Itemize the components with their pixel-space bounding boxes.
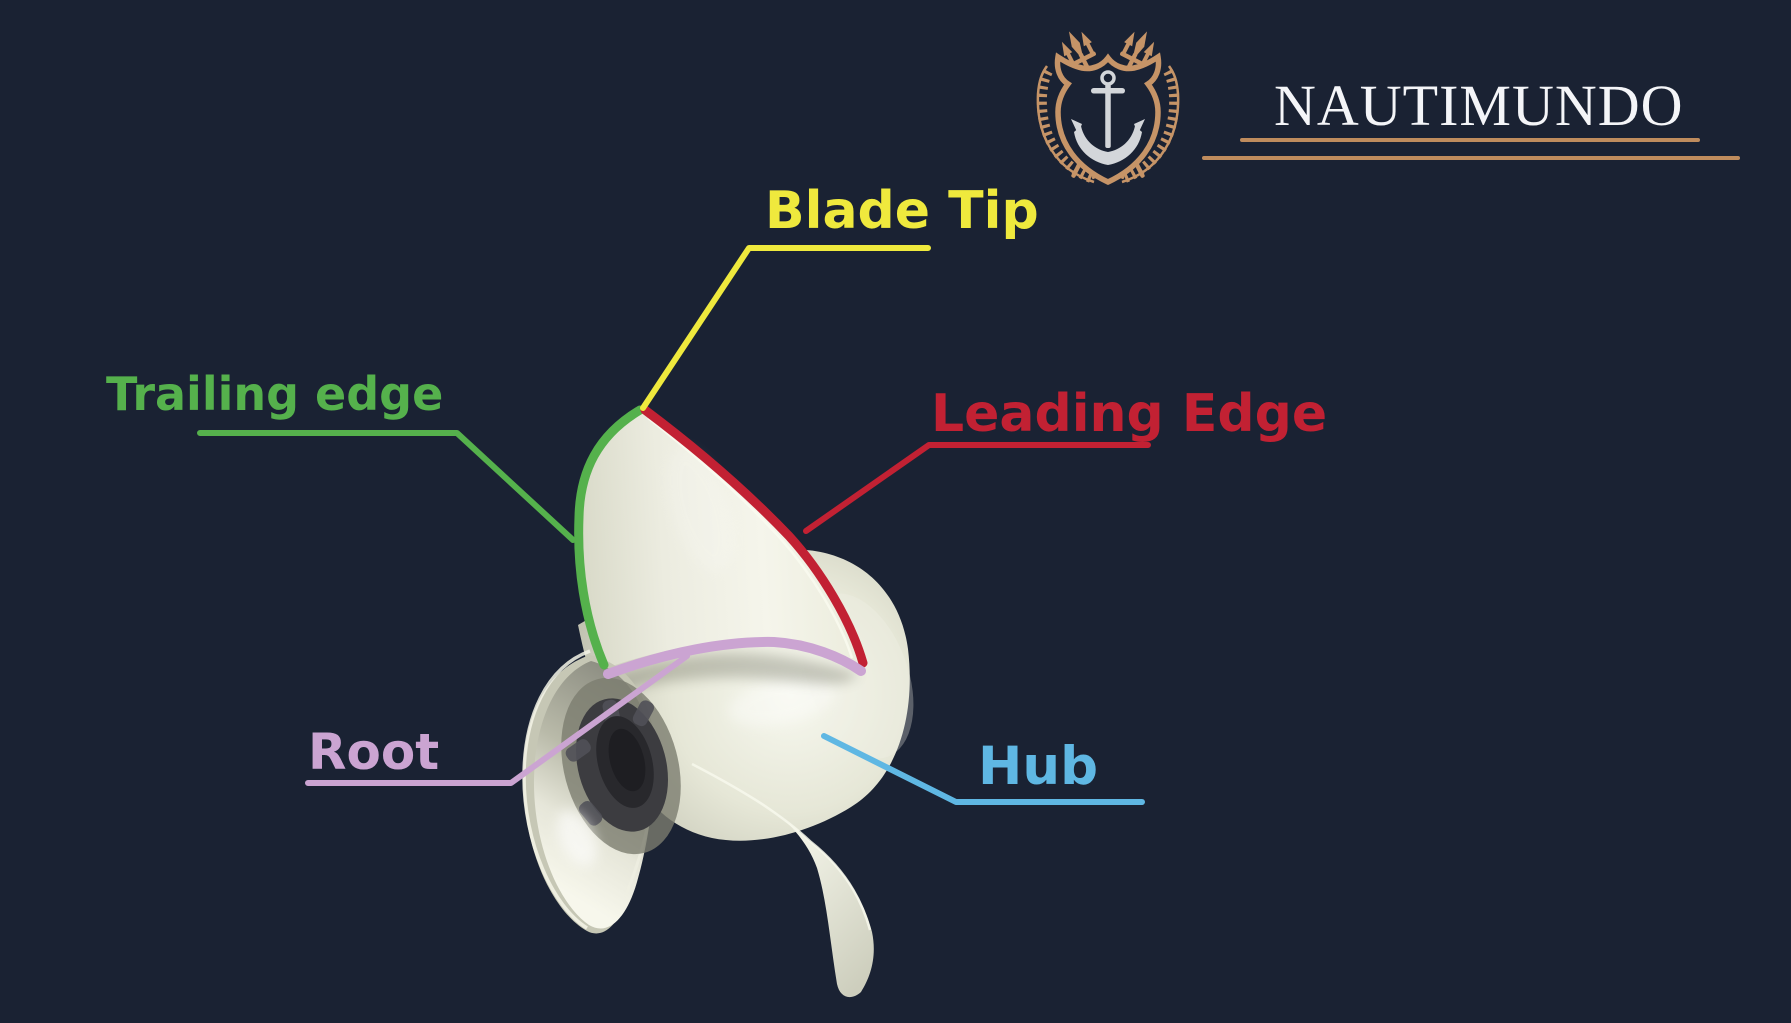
label-hub: Hub xyxy=(978,736,1099,797)
root-leader-line xyxy=(305,653,690,786)
brand-underline-secondary xyxy=(1202,156,1740,160)
brand-name: NAUTIMUNDO xyxy=(1274,73,1684,138)
label-trailing-edge: Trailing edge xyxy=(106,367,444,421)
propeller-illustration xyxy=(522,405,914,998)
anchor-icon xyxy=(1071,70,1145,165)
trailing-edge-marking xyxy=(574,405,645,670)
brand-underline-primary xyxy=(1240,138,1700,142)
bell-funnel-hotspot xyxy=(557,809,597,867)
hub-leader-line xyxy=(821,733,1145,805)
blade-sheen xyxy=(666,447,734,573)
root-marking xyxy=(603,636,866,679)
leading-edge-marking xyxy=(640,405,868,668)
propeller-lower-blade xyxy=(692,765,874,998)
leading-edge-leader-line xyxy=(803,442,1151,534)
label-leading-edge: Leading Edge xyxy=(931,384,1328,444)
trailing-edge-leader-line xyxy=(197,430,576,543)
label-root: Root xyxy=(308,723,440,781)
hub-sheen xyxy=(728,677,836,727)
leader-lines xyxy=(197,245,1151,805)
nautimundo-logo xyxy=(1038,24,1178,184)
blade-thickness-highlight xyxy=(647,417,854,659)
label-blade-tip: Blade Tip xyxy=(765,181,1039,241)
lower-blade-edge-highlight xyxy=(691,762,872,931)
blade-tip-leader-line xyxy=(640,245,931,411)
